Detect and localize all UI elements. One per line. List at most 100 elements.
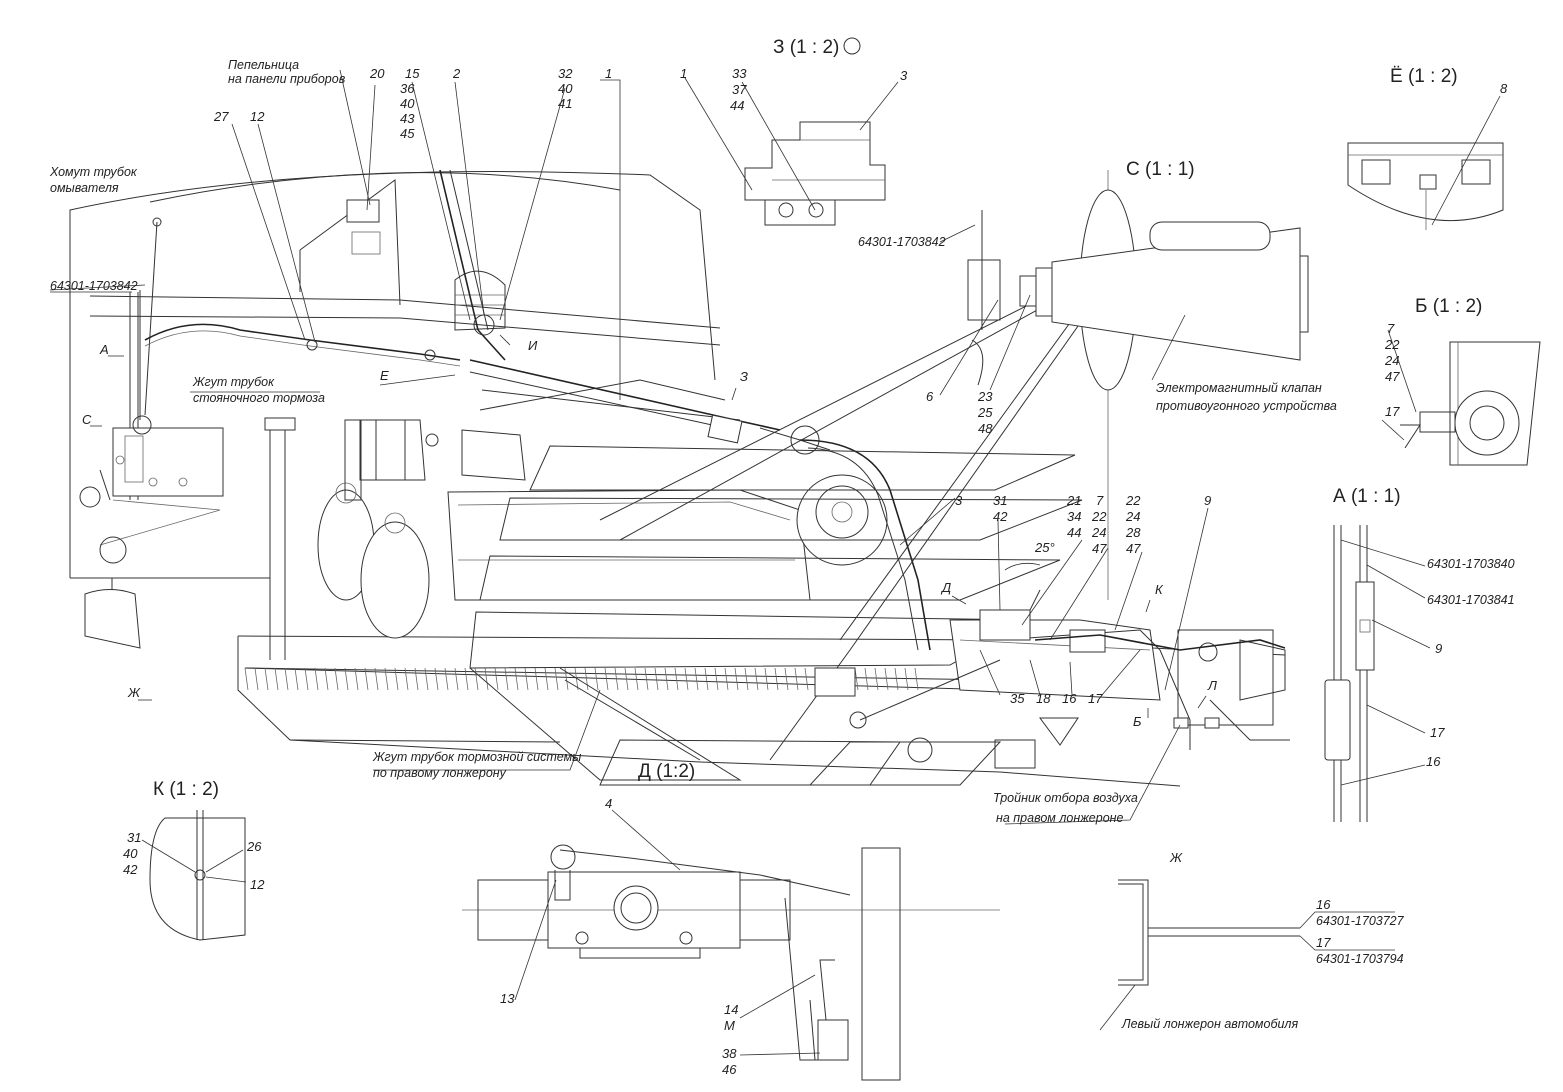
callout: 44 bbox=[1067, 525, 1081, 540]
callout: 48 bbox=[978, 421, 993, 436]
view-marker-zh: Ж bbox=[127, 685, 141, 700]
callout: 21 bbox=[1066, 493, 1081, 508]
main-assembly bbox=[69, 169, 1290, 787]
view-zh: Ж 16 64301-1703727 17 64301-1703794 Левы… bbox=[1099, 850, 1405, 1031]
callout: 18 bbox=[1036, 691, 1051, 706]
callout: 41 bbox=[558, 96, 572, 111]
callout: 24 bbox=[1384, 353, 1399, 368]
tee-label-1: Тройник отбора воздуха bbox=[993, 791, 1138, 805]
callout: 12 bbox=[250, 877, 265, 892]
callout: 17 bbox=[1430, 725, 1445, 740]
callout: 47 bbox=[1126, 541, 1141, 556]
view-marker-i: И bbox=[528, 338, 538, 353]
callout: 22 bbox=[1384, 337, 1400, 352]
callout: 16 bbox=[1316, 897, 1331, 912]
callout: 38 bbox=[722, 1046, 737, 1061]
callout: 31 bbox=[993, 493, 1007, 508]
callout: 9 bbox=[1435, 641, 1442, 656]
callout: 35 bbox=[1010, 691, 1025, 706]
callout: 9 bbox=[1204, 493, 1211, 508]
valve-label-2: противоугонного устройства bbox=[1156, 399, 1337, 413]
washer-clamp-label-1: Хомут трубок bbox=[49, 165, 138, 179]
callout: 20 bbox=[369, 66, 385, 81]
callout: 44 bbox=[730, 98, 744, 113]
view-title-c: С (1 : 1) bbox=[1126, 159, 1195, 180]
callout: 16 bbox=[1062, 691, 1077, 706]
callout: 17 bbox=[1088, 691, 1103, 706]
view-marker-e: Е bbox=[380, 368, 389, 383]
callout: 37 bbox=[732, 82, 747, 97]
callout: 45 bbox=[400, 126, 415, 141]
view-title-z: З (1 : 2) bbox=[773, 37, 839, 58]
park-brake-label-1: Жгут трубок bbox=[192, 375, 275, 389]
callout: 7 bbox=[1096, 493, 1104, 508]
left-spar-label: Левый лонжерон автомобиля bbox=[1121, 1017, 1298, 1031]
callout: 23 bbox=[977, 389, 993, 404]
callout: 47 bbox=[1385, 369, 1400, 384]
brake-harness-label-2: по правому лонжерону bbox=[373, 766, 507, 780]
callout: 42 bbox=[123, 862, 138, 877]
view-marker-z: З bbox=[740, 369, 748, 384]
view-title-zh: Ж bbox=[1169, 850, 1183, 865]
callout: 40 bbox=[558, 81, 573, 96]
callout: 16 bbox=[1426, 754, 1441, 769]
main-labels: Пепельница на панели приборов Хомут труб… bbox=[49, 58, 1217, 825]
leader-lines bbox=[49, 69, 1209, 825]
view-title-a: А (1 : 1) bbox=[1333, 486, 1401, 507]
callout: 47 bbox=[1092, 541, 1107, 556]
part-number: 64301-1703840 bbox=[1427, 557, 1515, 571]
callout: 4 bbox=[605, 796, 612, 811]
part-number: 64301-1703841 bbox=[1427, 593, 1515, 607]
view-title-b: Б (1 : 2) bbox=[1415, 296, 1482, 317]
hatch-parallelogram-1 bbox=[529, 445, 1076, 491]
callout: 40 bbox=[400, 96, 415, 111]
tee-label-2: на правом лонжероне bbox=[996, 811, 1124, 825]
callout: 42 bbox=[993, 509, 1008, 524]
callout: 22 bbox=[1091, 509, 1107, 524]
view-marker-l: Л bbox=[1207, 678, 1217, 693]
callout: 32 bbox=[558, 66, 573, 81]
callout: 31 bbox=[127, 830, 141, 845]
callout: 22 bbox=[1125, 493, 1141, 508]
ashtray-label-1: Пепельница bbox=[228, 58, 299, 72]
callout: 3 bbox=[955, 493, 963, 508]
callout: 43 bbox=[400, 111, 415, 126]
callout: 17 bbox=[1385, 404, 1400, 419]
brake-harness-label-1: Жгут трубок тормозной системы bbox=[372, 750, 581, 764]
valve-label-1: Электромагнитный клапан bbox=[1156, 381, 1322, 395]
callout: 34 bbox=[1067, 509, 1081, 524]
callout: 13 bbox=[500, 991, 515, 1006]
ashtray-label-2: на панели приборов bbox=[228, 72, 346, 86]
callout: 40 bbox=[123, 846, 138, 861]
view-marker-c: С bbox=[82, 412, 92, 427]
washer-clamp-label-2: омывателя bbox=[50, 181, 119, 195]
callout: 14 bbox=[724, 1002, 738, 1017]
ashtray-rect bbox=[346, 199, 380, 223]
callout: 24 bbox=[1091, 525, 1106, 540]
callout: 2 bbox=[452, 66, 461, 81]
callout: 28 bbox=[1125, 525, 1141, 540]
view-d: Д (1:2) 4 13 14 М 38 46 bbox=[462, 761, 1000, 1081]
view-z: З (1 : 2) 1 33 37 44 3 bbox=[680, 37, 908, 226]
view-marker-b: Б bbox=[1133, 714, 1142, 729]
part-number: 64301-1703727 bbox=[1316, 914, 1405, 928]
callout: 33 bbox=[732, 66, 747, 81]
callout: 7 bbox=[1387, 321, 1395, 336]
callout: 25 bbox=[977, 405, 993, 420]
view-marker-k: К bbox=[1155, 582, 1164, 597]
view-title-d: Д (1:2) bbox=[638, 761, 695, 782]
park-brake-label-2: стояночного тормоза bbox=[193, 391, 325, 405]
view-c: С (1 : 1) 64301-1703842 6 23 25 48 Элект… bbox=[858, 159, 1337, 600]
callout: 1 bbox=[680, 66, 687, 81]
view-b: Б (1 : 2) 7 22 24 47 17 bbox=[1381, 296, 1541, 466]
angle-label: 25° bbox=[1034, 540, 1055, 555]
view-title-yo: Ё (1 : 2) bbox=[1390, 66, 1458, 87]
callout: 46 bbox=[722, 1062, 737, 1077]
view-k: К (1 : 2) 31 40 42 26 12 bbox=[123, 779, 265, 941]
view-yo: Ё (1 : 2) 8 bbox=[1347, 66, 1508, 230]
callout: 12 bbox=[250, 109, 265, 124]
callout: 8 bbox=[1500, 81, 1508, 96]
part-number: 64301-1703842 bbox=[50, 279, 138, 293]
callout: 15 bbox=[405, 66, 420, 81]
